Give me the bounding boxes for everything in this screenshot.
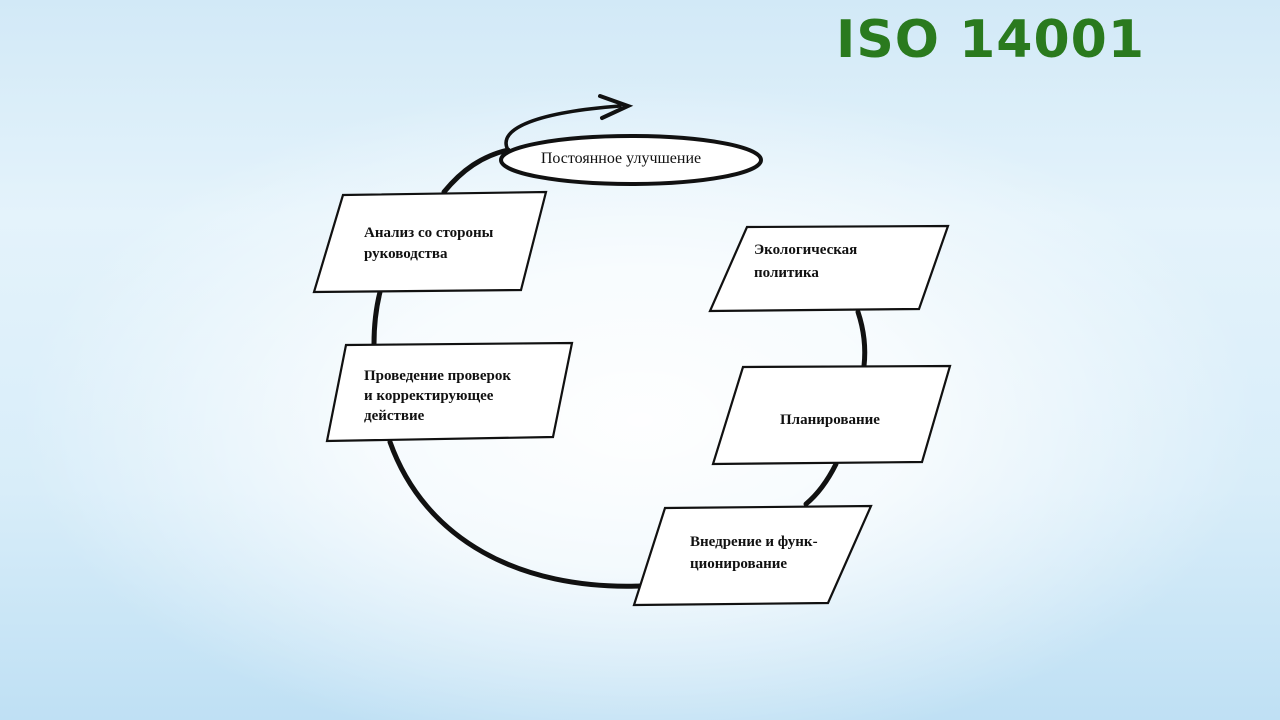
label-implementation-line-2: ционирование — [690, 556, 787, 572]
arrow-head-icon — [598, 94, 634, 120]
label-policy-line-1: Экологическая — [754, 242, 857, 258]
label-planning: Планирование — [780, 412, 880, 428]
connector-policy-planning — [855, 309, 868, 369]
box-checking — [325, 341, 574, 443]
continuous-improvement-ellipse — [499, 134, 763, 186]
connector-planning-implementation — [803, 461, 839, 507]
label-checking: Проведение проверок и корректирующее дей… — [364, 368, 515, 424]
box-planning — [711, 364, 952, 466]
label-implementation: Внедрение и функ- ционирование — [690, 534, 821, 572]
box-implementation — [632, 504, 873, 607]
improvement-loop-arc — [504, 104, 622, 152]
label-review-line-2: руководства — [364, 246, 448, 262]
box-policy — [708, 224, 950, 313]
label-review: Анализ со стороны руководства — [364, 225, 497, 262]
connector-checking-review — [371, 289, 383, 347]
label-checking-line-1: Проведение проверок — [364, 368, 511, 384]
label-policy: Экологическая политика — [754, 242, 861, 281]
label-planning-line-1: Планирование — [780, 412, 880, 428]
label-review-line-1: Анализ со стороны — [364, 225, 494, 241]
label-checking-line-2: и корректирующее — [364, 388, 494, 404]
label-policy-line-2: политика — [754, 265, 819, 281]
label-implementation-line-1: Внедрение и функ- — [690, 534, 818, 550]
label-checking-line-3: действие — [364, 408, 425, 424]
box-review — [312, 190, 548, 294]
connector-implementation-checking — [387, 439, 643, 589]
slide-title: ISO 14001 — [836, 10, 1146, 70]
continuous-improvement-label: Постоянное улучшение — [541, 150, 701, 167]
connector-review-improvement — [441, 147, 511, 195]
